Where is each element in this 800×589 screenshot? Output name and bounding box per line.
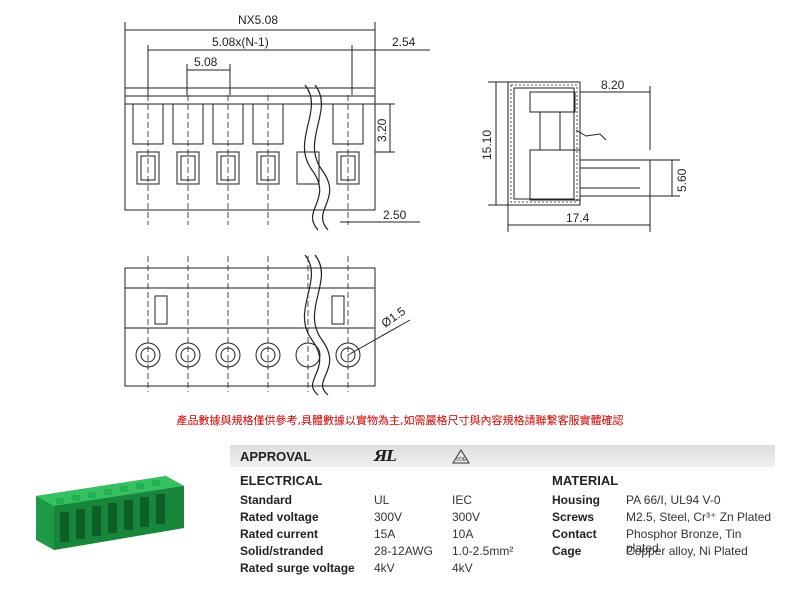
- disclaimer-notice: 產品數據與規格僅供參考,具體數據以實物為主,如需嚴格尺寸與內容規格請聯繫客服實體…: [176, 414, 624, 427]
- spec-table: APPROVAL ЯL VDE ELECTRICAL MATERIAL Stan…: [230, 445, 775, 585]
- side-view: [488, 81, 680, 232]
- vde-logo: VDE: [452, 449, 470, 464]
- dim-5-60: 5.60: [675, 168, 689, 192]
- iec-value: 4kV: [452, 561, 473, 575]
- dim-pitch: 5.08: [194, 55, 218, 69]
- material-label: Cage: [552, 544, 582, 558]
- material-value: M2.5, Steel, Cr³⁺ Zn Plated: [626, 510, 772, 524]
- svg-text:VDE: VDE: [456, 457, 467, 463]
- electrical-label: Rated voltage: [240, 510, 319, 524]
- material-value: PA 66/I, UL94 V-0: [626, 493, 721, 507]
- material-value: Copper alloy, Ni Plated: [626, 544, 748, 558]
- dim-edge: 2.54: [392, 35, 416, 49]
- dim-hole-dia: Ø1.5: [379, 304, 409, 331]
- dim-3-20: 3.20: [375, 118, 389, 142]
- material-value: Phosphor Bronze, Tin plated: [626, 527, 742, 555]
- ul-value: 300V: [374, 510, 403, 524]
- iec-value: IEC: [452, 493, 473, 507]
- approval-label: APPROVAL: [240, 449, 312, 464]
- dim-15-10: 15.10: [480, 130, 494, 160]
- dim-17-4: 17.4: [566, 211, 590, 225]
- ul-value: 15A: [374, 527, 396, 541]
- product-image: [36, 476, 184, 550]
- material-label: Screws: [552, 510, 595, 524]
- approval-bar: APPROVAL ЯL VDE: [230, 445, 775, 467]
- material-label: Contact: [552, 527, 597, 541]
- top-view: [124, 254, 411, 396]
- electrical-label: Rated surge voltage: [240, 561, 355, 575]
- material-label: Housing: [552, 493, 600, 507]
- iec-value: 1.0-2.5mm²: [452, 544, 514, 558]
- dim-8-20: 8.20: [601, 78, 625, 92]
- electrical-heading: ELECTRICAL: [240, 473, 323, 488]
- iec-value: 10A: [452, 527, 474, 541]
- dim-pitch-span: 5.08x(N-1): [212, 35, 269, 49]
- dim-overall: NX5.08: [238, 13, 278, 27]
- material-heading: MATERIAL: [552, 473, 619, 488]
- electrical-label: Rated current: [240, 527, 319, 541]
- ul-value: 4kV: [374, 561, 395, 575]
- iec-value: 300V: [452, 510, 481, 524]
- technical-drawing: NX5.08 5.08x(N-1) 2.54 5.08 3.20 2.50 8.…: [124, 13, 689, 396]
- ul-value: 28-12AWG: [374, 544, 433, 558]
- ul-value: UL: [374, 493, 390, 507]
- electrical-label: Standard: [240, 493, 293, 507]
- front-view: [124, 22, 430, 231]
- dim-2-50: 2.50: [383, 208, 407, 222]
- ul-logo: ЯL: [374, 447, 397, 465]
- electrical-label: Solid/stranded: [240, 544, 324, 558]
